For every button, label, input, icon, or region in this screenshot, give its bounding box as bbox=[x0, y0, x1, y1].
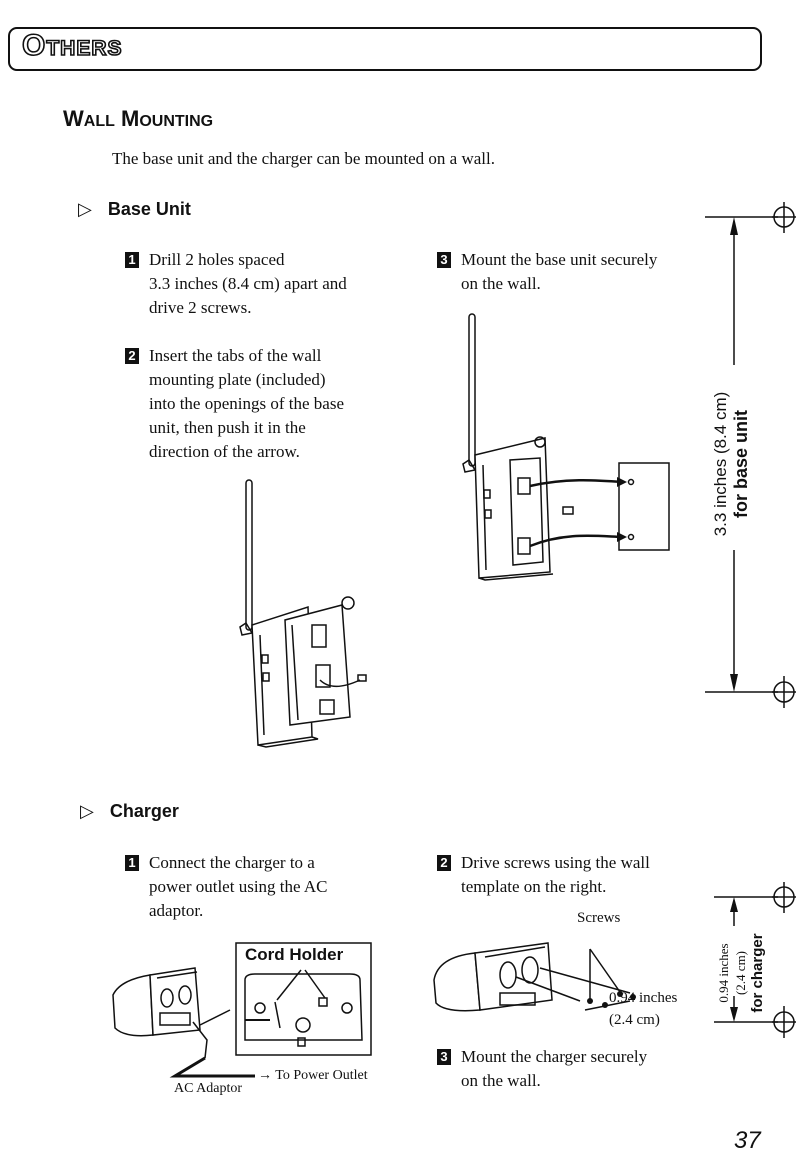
base-unit-plate-illustration bbox=[239, 479, 367, 748]
arrow-down-icon bbox=[730, 674, 738, 692]
step-number-badge: 2 bbox=[437, 855, 451, 871]
charger-body bbox=[112, 974, 154, 1037]
arrow-down-icon bbox=[730, 1007, 738, 1022]
charger-step-1: 1 Connect the charger to a power outlet … bbox=[125, 851, 327, 923]
chapter-header-frame bbox=[8, 27, 762, 71]
charger-step-3: 3 Mount the charger securely on the wall… bbox=[437, 1045, 647, 1093]
charger-heading: ▷ Charger bbox=[80, 801, 179, 822]
charger-step-2: 2 Drive screws using the wall template o… bbox=[437, 851, 650, 899]
section-title: WALL MOUNTING bbox=[63, 106, 214, 131]
triangle-bullet-icon: ▷ bbox=[80, 801, 94, 822]
base-step-3: 3 Mount the base unit securely on the wa… bbox=[437, 248, 657, 296]
arrow-up-icon bbox=[730, 897, 738, 912]
intro-text: The base unit and the charger can be mou… bbox=[112, 149, 495, 168]
step-number-badge: 2 bbox=[125, 348, 139, 364]
cord-holder-label: Cord Holder bbox=[245, 945, 344, 964]
triangle-bullet-icon: ▷ bbox=[78, 199, 92, 220]
charger-screws-illustration bbox=[433, 942, 636, 1012]
charger-cord-illustration bbox=[112, 942, 372, 1078]
screws-label: Screws bbox=[577, 910, 621, 926]
chapter-title: OTHERS bbox=[21, 28, 123, 63]
screw-distance-label: 0.94 inches (2.4 cm) bbox=[609, 990, 678, 1028]
charger-template-label: 0.94 inches (2.4 cm) for charger bbox=[716, 933, 766, 1013]
base-template-label: 3.3 inches (8.4 cm) for base unit bbox=[711, 391, 751, 537]
antenna-icon bbox=[245, 479, 253, 631]
base-unit-mount-illustration bbox=[462, 313, 670, 581]
power-outlet-label: → To Power Outlet bbox=[258, 1068, 368, 1083]
base-step-2: 2 Insert the tabs of the wall mounting p… bbox=[125, 344, 344, 464]
callout-frame bbox=[235, 942, 372, 1056]
step-number-badge: 1 bbox=[125, 855, 139, 871]
step-number-badge: 3 bbox=[437, 1049, 451, 1065]
arrow-up-icon bbox=[730, 217, 738, 235]
step-number-badge: 3 bbox=[437, 252, 451, 268]
charger-wall-template bbox=[714, 882, 796, 1038]
base-unit-wall-template bbox=[705, 202, 796, 708]
ac-adaptor-label: AC Adaptor bbox=[174, 1081, 243, 1096]
wall-plate bbox=[618, 462, 670, 551]
base-unit-heading: ▷ Base Unit bbox=[78, 199, 191, 220]
step-number-badge: 1 bbox=[125, 252, 139, 268]
base-step-1: 1 Drill 2 holes spaced 3.3 inches (8.4 c… bbox=[125, 248, 347, 320]
page-number: 37 bbox=[734, 1127, 761, 1154]
